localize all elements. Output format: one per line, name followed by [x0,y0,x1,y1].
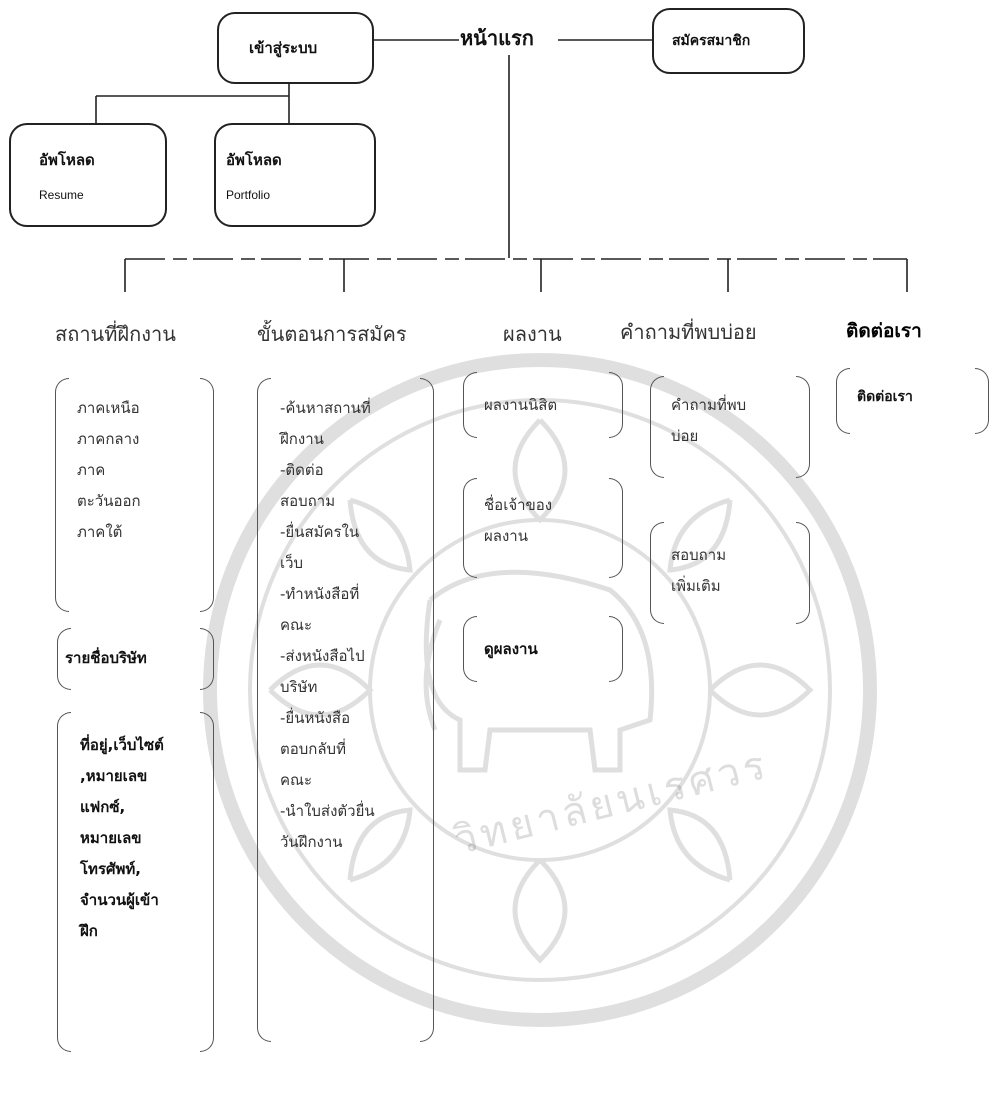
home-label[interactable]: หน้าแรก [460,26,534,50]
bracket-right [200,378,214,612]
bracket-left [55,378,69,612]
bracket-right [609,616,623,682]
upload-resume-title: อัพโหลด [39,151,95,169]
bracket-right [796,376,810,478]
region-list[interactable]: ภาคเหนือ ภาคกลาง ภาค ตะวันออก ภาคใต้ [77,399,141,541]
bracket-right [609,372,623,438]
company-details-item[interactable]: ที่อยู่,เว็บไซต์ ,หมายเลข แฟกซ์, หมายเลข… [80,736,164,940]
bracket-right [975,368,989,434]
bracket-right [609,478,623,578]
login-box[interactable]: เข้าสู่ระบบ [217,12,374,84]
bracket-left [257,378,271,1042]
bracket-left [836,368,850,434]
category-faq[interactable]: คำถามที่พบบ่อย [620,320,757,344]
company-list-item[interactable]: รายชื่อบริษัท [65,649,147,667]
register-box[interactable]: สมัครสมาชิก [652,8,805,74]
bracket-right [420,378,434,1042]
view-works-item[interactable]: ดูผลงาน [484,640,538,658]
bracket-right [200,628,214,690]
category-works[interactable]: ผลงาน [503,322,562,346]
bracket-left [57,712,71,1052]
upload-resume-box[interactable]: อัพโหลด Resume [9,123,167,227]
bracket-left [463,616,477,682]
bracket-right [796,522,810,624]
student-works-item[interactable]: ผลงานนิสิต [484,396,558,414]
upload-resume-subtitle: Resume [39,188,84,202]
upload-portfolio-box[interactable]: อัพโหลด Portfolio [214,123,376,227]
login-label: เข้าสู่ระบบ [249,39,318,57]
contact-item[interactable]: ติดต่อเรา [857,389,913,405]
category-internship-places[interactable]: สถานที่ฝึกงาน [55,322,176,346]
bracket-left [463,372,477,438]
work-owner-item[interactable]: ชื่อเจ้าของ ผลงาน [484,496,553,545]
register-label: สมัครสมาชิก [672,33,751,49]
category-contact[interactable]: ติดต่อเรา [846,320,922,342]
bracket-left [650,376,664,478]
upload-portfolio-title: อัพโหลด [226,151,282,169]
bracket-right [200,712,214,1052]
faq-item[interactable]: คำถามที่พบ บ่อย [671,396,747,445]
bracket-left [650,522,664,624]
upload-portfolio-subtitle: Portfolio [226,188,271,202]
more-questions-item[interactable]: สอบถาม เพิ่มเติม [671,546,727,595]
bracket-left [463,478,477,578]
application-steps-list[interactable]: -ค้นหาสถานที่ ฝึกงาน -ติดต่อ สอบถาม -ยื่… [280,399,375,851]
university-seal-watermark [203,353,877,1027]
category-application-steps[interactable]: ขั้นตอนการสมัคร [257,322,407,346]
